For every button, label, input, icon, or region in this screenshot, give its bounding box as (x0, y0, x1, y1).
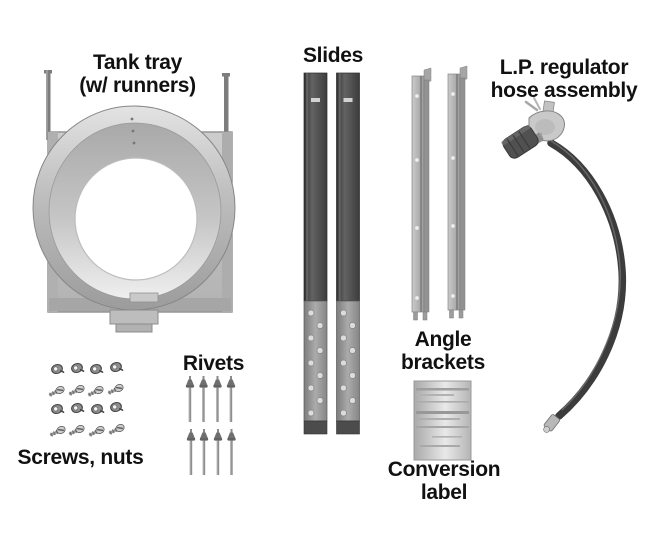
angle-brackets-illustration (411, 65, 468, 321)
lp-regulator-label-line1: L.P. regulator (499, 56, 629, 79)
conversion-label-illustration (413, 380, 472, 461)
rivets-illustration (185, 376, 236, 475)
slides-illustration (303, 72, 360, 435)
screws-nuts-label: Screws, nuts (8, 446, 153, 469)
tank-tray-label-line2: (w/ runners) (79, 74, 196, 97)
angle-brackets-label-line1: Angle (414, 328, 472, 351)
conversion-label-line2: label (420, 481, 468, 504)
conversion-label-text: Conversion label (384, 458, 504, 504)
screws-nuts-label-text: Screws, nuts (17, 446, 144, 469)
rivets-label: Rivets (166, 352, 261, 375)
tank-tray-illustration (32, 70, 236, 333)
slides-label: Slides (283, 44, 383, 67)
slides-label-text: Slides (302, 44, 364, 67)
lp-regulator-hose-illustration (501, 97, 627, 433)
angle-brackets-label-line2: brackets (401, 351, 485, 374)
angle-brackets-label: Angle brackets (393, 328, 493, 374)
screws-nuts-illustration (47, 360, 126, 439)
lp-regulator-label: L.P. regulator hose assembly (479, 56, 649, 102)
lp-regulator-label-line2: hose assembly (490, 79, 638, 102)
rivets-label-text: Rivets (182, 352, 245, 375)
conversion-label-line1: Conversion (387, 458, 501, 481)
tank-tray-label-line1: Tank tray (92, 51, 183, 74)
tank-tray-label: Tank tray (w/ runners) (40, 51, 235, 97)
